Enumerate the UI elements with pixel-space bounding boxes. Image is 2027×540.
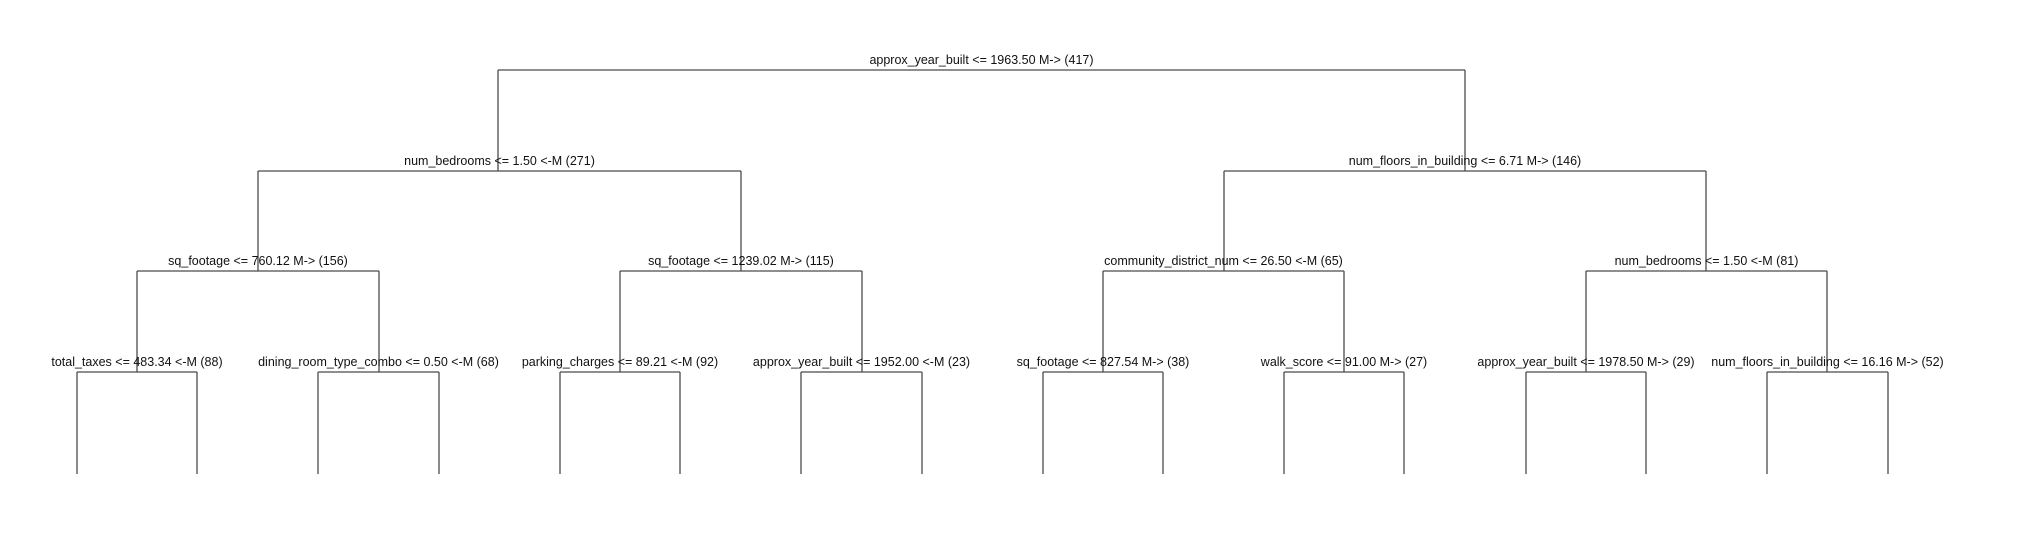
node-label-lr: sq_footage <= 1239.02 M-> (115) [648,254,834,268]
tree-labels: approx_year_built <= 1963.50 M-> (417) n… [51,53,1943,369]
tree-edges [76,69,1889,474]
node-label-lrl: parking_charges <= 89.21 <-M (92) [522,355,718,369]
node-label-lrr: approx_year_built <= 1952.00 <-M (23) [753,355,970,369]
node-label-rl: community_district_num <= 26.50 <-M (65) [1104,254,1343,268]
node-label-rr: num_bedrooms <= 1.50 <-M (81) [1615,254,1799,268]
node-label-rrl: approx_year_built <= 1978.50 M-> (29) [1477,355,1694,369]
node-label-r: num_floors_in_building <= 6.71 M-> (146) [1349,154,1581,168]
node-label-lll: total_taxes <= 483.34 <-M (88) [51,355,222,369]
node-label-ll: sq_footage <= 760.12 M-> (156) [168,254,348,268]
node-label-rll: sq_footage <= 827.54 M-> (38) [1017,355,1190,369]
node-label-rrr: num_floors_in_building <= 16.16 M-> (52) [1711,355,1943,369]
node-label-llr: dining_room_type_combo <= 0.50 <-M (68) [258,355,499,369]
node-label-root: approx_year_built <= 1963.50 M-> (417) [869,53,1093,67]
node-label-rlr: walk_score <= 91.00 M-> (27) [1260,355,1427,369]
node-label-l: num_bedrooms <= 1.50 <-M (271) [404,154,595,168]
